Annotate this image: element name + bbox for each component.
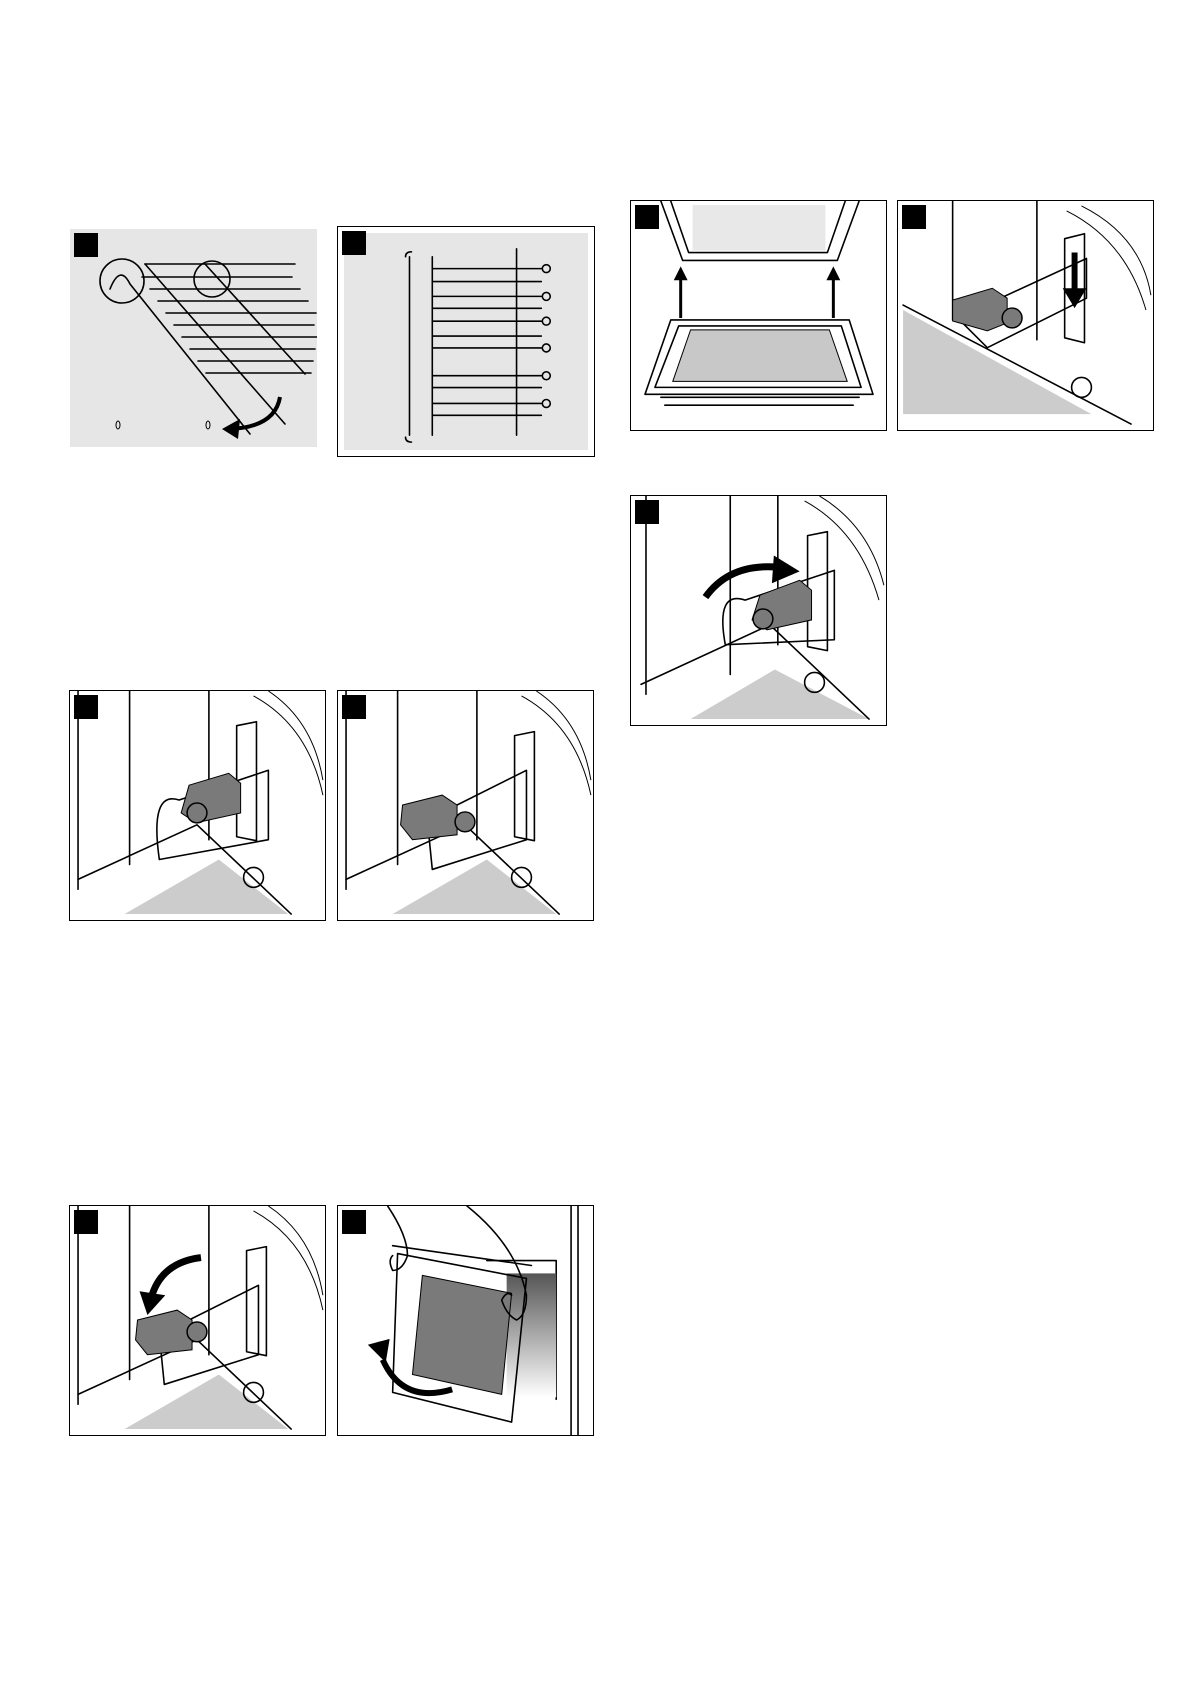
panel-hinge-lever-press	[897, 200, 1154, 431]
panel-hinge-lever-close	[69, 1205, 326, 1436]
hinge-lever-icon	[898, 201, 1153, 430]
panel-door-glass-lift	[630, 200, 887, 431]
curved-arrow-icon	[151, 1258, 201, 1298]
hinge-lever-icon	[70, 1206, 325, 1435]
panel-hinge-lever-folded	[337, 690, 594, 921]
oven-door-icon	[338, 1206, 593, 1435]
oven-door-icon	[631, 201, 886, 430]
panel-door-remove	[337, 1205, 594, 1436]
panel-hinge-lever-open	[69, 690, 326, 921]
panel-rack-unhook	[70, 229, 317, 447]
hinge-lever-icon	[338, 691, 593, 920]
hinge-lever-icon	[70, 691, 325, 920]
wire-rack-icon	[338, 227, 594, 456]
panel-rack-front-view	[337, 226, 595, 457]
hinge-lever-icon	[631, 496, 886, 725]
panel-hinge-lever-rotate	[630, 495, 887, 726]
wire-rack-icon	[70, 229, 317, 447]
